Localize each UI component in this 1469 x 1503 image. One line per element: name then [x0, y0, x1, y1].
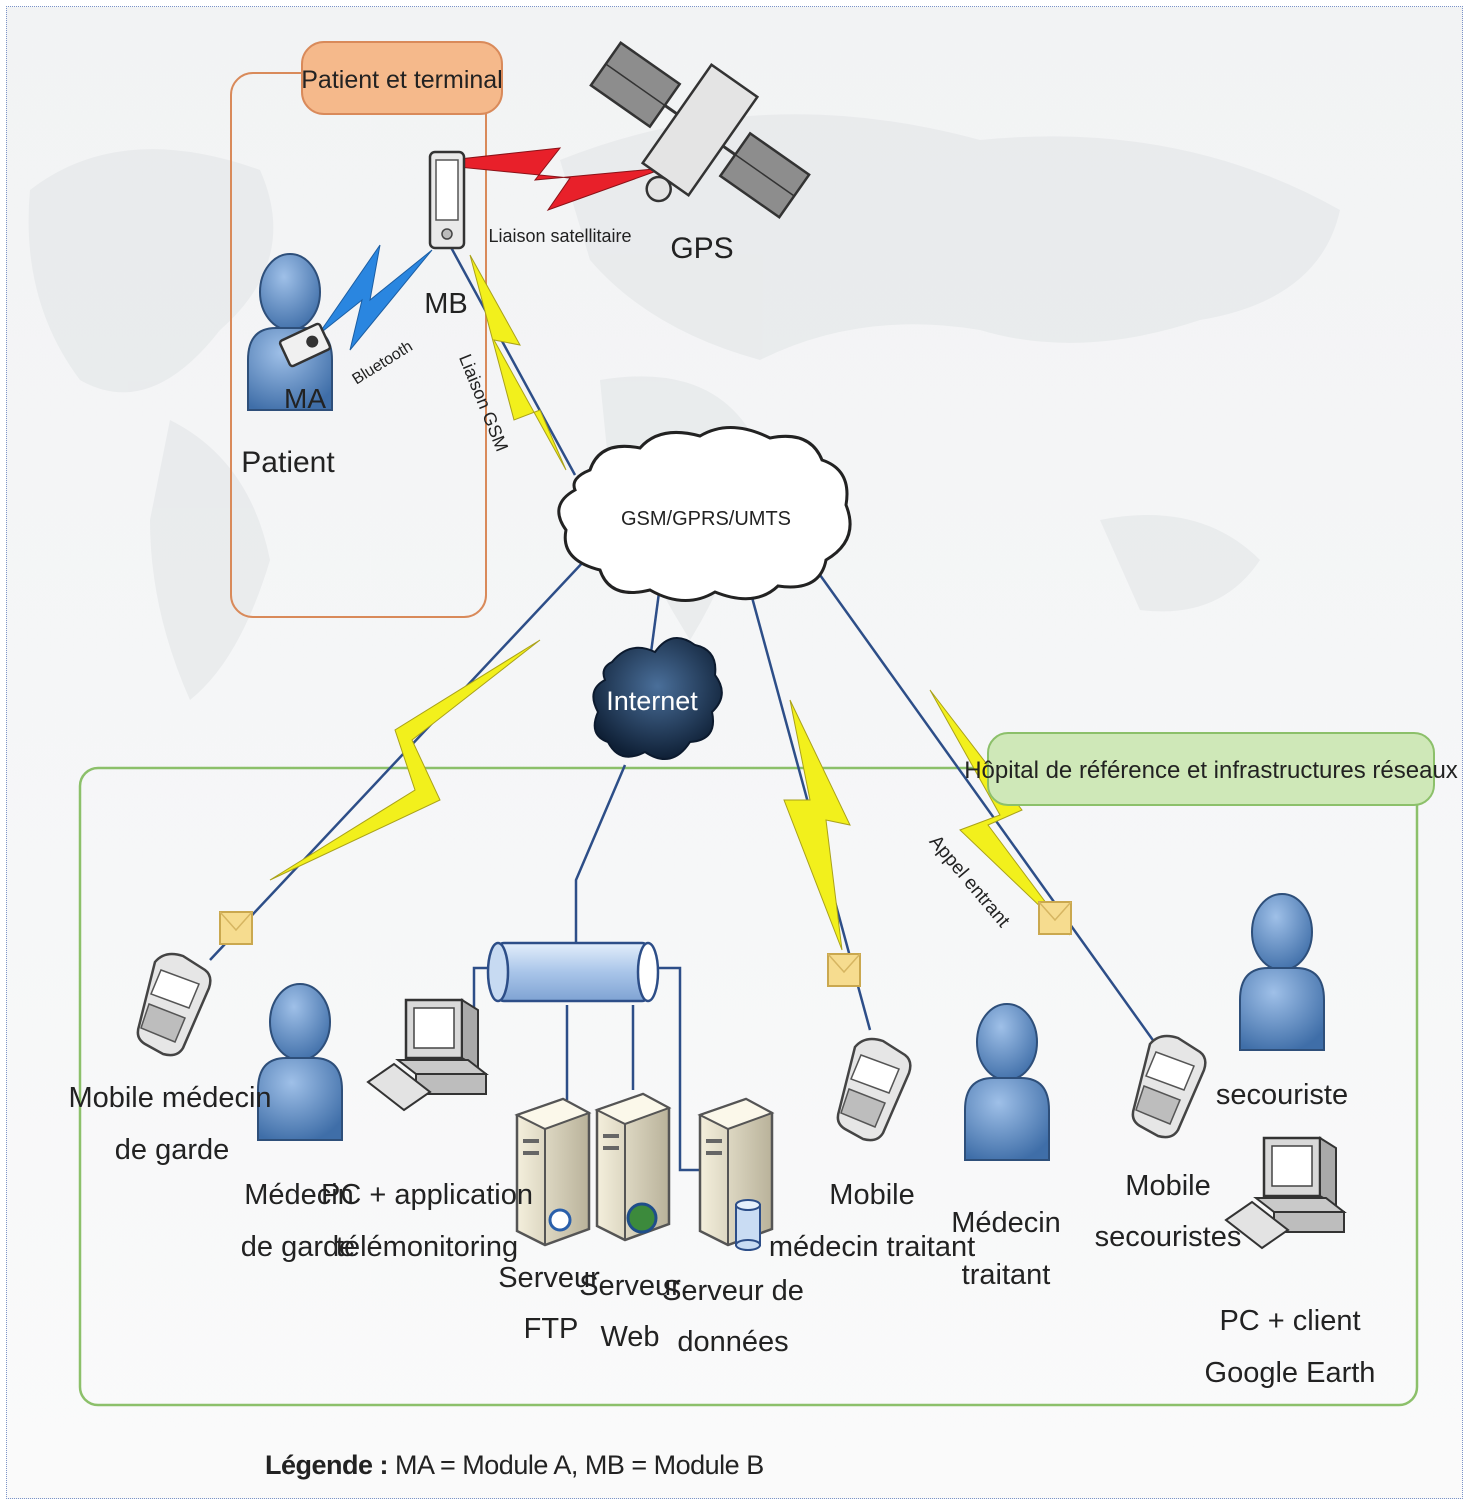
mobile-phone-icon: [1131, 1034, 1207, 1139]
mobile-phone-icon: [836, 1037, 912, 1142]
pc-google-label-line1: PC + client: [1219, 1305, 1360, 1337]
ftp-badge-icon: [548, 1208, 572, 1232]
secouriste-label: secouriste: [1216, 1079, 1348, 1111]
globe-icon: [626, 1202, 658, 1234]
hospital-group-box: [78, 766, 1419, 1407]
legend: Légende : MA = Module A, MB = Module B: [265, 1450, 764, 1481]
medecin-traitant-label-line1: Médecin: [951, 1207, 1061, 1239]
envelope-icon: [219, 911, 253, 945]
mobile-secouristes-label-line2: secouristes: [1095, 1221, 1242, 1253]
mobile-secouristes-label-line1: Mobile: [1125, 1170, 1210, 1202]
mobile-phone-icon: [136, 952, 212, 1057]
patient-label: Patient: [241, 446, 335, 479]
gsm-cloud-shape: [557, 426, 852, 602]
ma-module-icon: [278, 322, 332, 368]
network-bus: [486, 941, 660, 1003]
pc-telemonitoring-label-line1: PC + application: [321, 1179, 533, 1211]
mobile-garde-label-line1: Mobile médecin: [68, 1082, 271, 1114]
medecin-garde-label-line1: Médecin: [244, 1179, 354, 1211]
gsm-bolt-mobile-secouristes: [929, 689, 1071, 936]
satellite-link-label: Liaison satellitaire: [488, 226, 631, 246]
envelope-icon: [1038, 901, 1072, 935]
hospital-group-tab: Hôpital de référence et infrastructures …: [964, 732, 1458, 806]
person-icon: [1239, 893, 1325, 1051]
legend-label: Légende :: [265, 1450, 389, 1480]
bluetooth-link-label: Bluetooth: [349, 338, 415, 388]
internet-cloud-shape: [592, 637, 723, 761]
mobile-traitant-label-line2: médecin traitant: [769, 1231, 975, 1263]
ftp-server-label-line2: FTP: [524, 1313, 579, 1345]
pc-google-label-line2: Google Earth: [1205, 1357, 1376, 1389]
envelope-icon: [827, 953, 861, 987]
legend-text: MA = Module A, MB = Module B: [388, 1450, 764, 1480]
pc-icon: [366, 998, 488, 1112]
hospital-group-title: Hôpital de référence et infrastructures …: [964, 757, 1458, 784]
ftp-server-label-line1: Serveur: [498, 1262, 600, 1294]
gsm-bolt-mobile-traitant: [783, 699, 851, 951]
gsm-bolt-mobile-garde: [269, 639, 541, 881]
world-map-background: [28, 114, 1340, 700]
gps-satellite-icon: [589, 40, 811, 220]
patient-group-tab: Patient et terminal: [301, 41, 503, 115]
pc-icon: [1224, 1136, 1346, 1250]
pc-telemonitoring-label-line2: télémonitoring: [336, 1231, 518, 1263]
patient-group-title: Patient et terminal: [301, 66, 503, 94]
bluetooth-bolt: [317, 244, 433, 351]
mobile-garde-label-line2: de garde: [115, 1134, 230, 1166]
database-icon: [735, 1199, 761, 1251]
person-icon: [964, 1003, 1050, 1161]
internet-cloud-label: Internet: [606, 686, 698, 716]
web-server-label-line2: Web: [600, 1321, 659, 1353]
mb-label: MB: [424, 288, 468, 320]
ma-label: MA: [284, 383, 326, 414]
satellite-bolt: [447, 147, 666, 211]
person-icon: [257, 983, 343, 1141]
data-server-label-line2: données: [677, 1326, 788, 1358]
gsm-bolt-patient: [469, 254, 567, 471]
gsm-cloud-label: GSM/GPRS/UMTS: [621, 508, 791, 530]
mobile-traitant-label-line1: Mobile: [829, 1179, 914, 1211]
data-server-label-line1: Serveur de: [662, 1275, 804, 1307]
gps-label: GPS: [670, 232, 733, 265]
medecin-garde-label-line2: de garde: [241, 1231, 356, 1263]
mb-device-icon: [428, 150, 466, 250]
web-server-label-line1: Serveur: [579, 1270, 681, 1302]
medecin-traitant-label-line2: traitant: [962, 1259, 1051, 1291]
